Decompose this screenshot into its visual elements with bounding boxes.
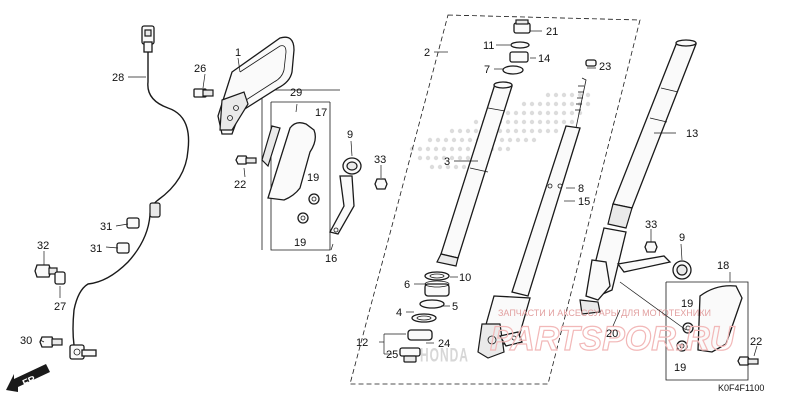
callout-9-right[interactable]: 9 (679, 232, 685, 244)
callout-33-left[interactable]: 33 (374, 154, 386, 166)
callout-22-left[interactable]: 22 (234, 179, 246, 191)
callout-19-a[interactable]: 19 (307, 172, 319, 184)
callout-17[interactable]: 17 (315, 107, 327, 119)
bolt-32[interactable] (34, 264, 58, 278)
fork-cover-18[interactable] (697, 285, 743, 353)
callout-12[interactable]: 12 (356, 337, 368, 349)
dust-seal-6[interactable] (424, 280, 450, 297)
leader-lines (39, 30, 758, 357)
nut-33-left[interactable] (374, 178, 388, 190)
fork-cover-17[interactable] (261, 122, 316, 201)
nut-33-right[interactable] (644, 241, 658, 253)
damper-rod-8[interactable] (511, 77, 587, 297)
callout-14[interactable]: 14 (538, 53, 550, 65)
fork-slider-lower[interactable] (477, 295, 531, 359)
bolt-30[interactable] (39, 336, 63, 348)
oil-lock-piece-24[interactable] (407, 329, 433, 341)
callout-6[interactable]: 6 (404, 279, 410, 291)
callout-21[interactable]: 21 (546, 26, 558, 38)
oil-seal-10[interactable] (424, 271, 450, 281)
reflector-9-left[interactable] (342, 157, 362, 175)
callout-4[interactable]: 4 (396, 307, 402, 319)
washer-19-lower[interactable] (297, 212, 309, 224)
reflector-bracket-20[interactable] (616, 255, 672, 273)
callout-27[interactable]: 27 (54, 301, 66, 313)
callout-3[interactable]: 3 (444, 156, 450, 168)
watermark-brand: HONDA (420, 346, 469, 366)
callout-5[interactable]: 5 (452, 301, 458, 313)
group-18-bracket (665, 281, 749, 381)
callout-22-right[interactable]: 22 (750, 336, 762, 348)
reflector-9-right[interactable] (672, 260, 692, 280)
collar-7[interactable] (502, 65, 524, 75)
watermark-shop-text: ЗАПЧАСТИ И АКСЕССУАРЫ ДЛЯ МОТОТЕХНИКИ (498, 308, 711, 318)
fork-cap-bolt-21[interactable] (513, 19, 531, 34)
o-ring-11[interactable] (510, 41, 530, 49)
pin-23[interactable] (585, 59, 597, 67)
honda-wing-watermark: HONDA (409, 92, 591, 366)
cable-guide-bracket-1[interactable] (217, 36, 295, 135)
fork-inner-tube-3[interactable] (436, 81, 513, 267)
group-17-bracket (270, 102, 331, 251)
callout-33-right[interactable]: 33 (645, 219, 657, 231)
callout-2[interactable]: 2 (424, 47, 430, 59)
callout-9-left[interactable]: 9 (347, 129, 353, 141)
bolt-25[interactable] (399, 347, 421, 363)
callout-15[interactable]: 15 (578, 196, 590, 208)
clip-31-upper[interactable] (126, 217, 140, 229)
bolt-22-left[interactable] (235, 155, 257, 165)
callout-23[interactable]: 23 (599, 61, 611, 73)
callout-19-b[interactable]: 19 (294, 237, 306, 249)
callout-24[interactable]: 24 (438, 338, 450, 350)
front-direction-arrow: FR. (6, 364, 50, 392)
washer-19-upper[interactable] (308, 193, 320, 205)
bushing-4[interactable] (411, 313, 437, 323)
back-up-ring-5[interactable] (419, 299, 445, 309)
callout-18[interactable]: 18 (717, 260, 729, 272)
callout-19-c[interactable]: 19 (681, 298, 693, 310)
callout-11[interactable]: 11 (483, 40, 494, 52)
callout-32[interactable]: 32 (37, 240, 49, 252)
callout-26[interactable]: 26 (194, 63, 206, 75)
callout-8[interactable]: 8 (578, 183, 584, 195)
speed-sensor-cable[interactable] (69, 25, 190, 360)
callout-31-upper[interactable]: 31 (100, 221, 112, 233)
callouts: 1 2 3 4 5 6 7 8 9 9 10 11 12 13 14 15 16… (20, 26, 762, 374)
callout-13[interactable]: 13 (686, 128, 698, 140)
callout-19-d[interactable]: 19 (674, 362, 686, 374)
callout-1[interactable]: 1 (235, 47, 241, 59)
right-fork-13[interactable] (579, 39, 697, 315)
clip-27[interactable] (54, 271, 66, 285)
callout-30[interactable]: 30 (20, 335, 32, 347)
callout-31-lower[interactable]: 31 (90, 243, 102, 255)
callout-25[interactable]: 25 (386, 349, 398, 361)
callout-16[interactable]: 16 (325, 253, 337, 265)
callout-28[interactable]: 28 (112, 72, 124, 84)
callout-7[interactable]: 7 (484, 64, 490, 76)
bolt-26[interactable] (193, 88, 214, 98)
callout-29[interactable]: 29 (290, 87, 302, 99)
reflector-bracket-16[interactable] (329, 175, 355, 235)
washer-19-right-lower[interactable] (676, 340, 688, 352)
clip-31-lower[interactable] (116, 242, 130, 254)
spacer-14[interactable] (509, 51, 529, 63)
callout-20[interactable]: 20 (606, 328, 618, 340)
fork-assembly-frame (349, 14, 641, 385)
diagram-code: K0F4F1100 (718, 383, 764, 393)
callout-10[interactable]: 10 (459, 272, 471, 284)
